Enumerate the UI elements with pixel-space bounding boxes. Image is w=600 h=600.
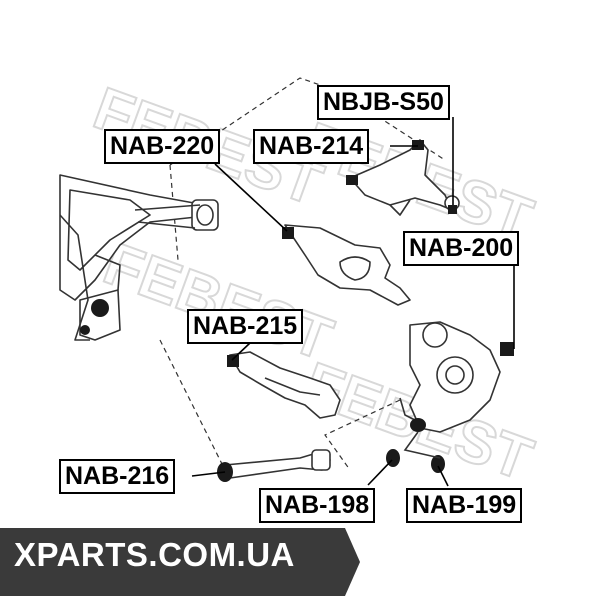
upper-control-arm bbox=[349, 139, 453, 216]
label-nab-200: NAB-200 bbox=[403, 231, 520, 266]
leader-nab-220 bbox=[214, 163, 288, 232]
trailing-link-bushing bbox=[227, 355, 239, 367]
subframe-crossmember bbox=[59, 174, 219, 341]
label-nbjb-s50: NBJB-S50 bbox=[317, 85, 450, 120]
subframe-mount bbox=[80, 325, 90, 335]
hub-bushing-200 bbox=[500, 342, 514, 356]
upper-arm-bushing-rear bbox=[412, 140, 424, 150]
leader-nab-198 bbox=[367, 459, 393, 486]
banner-text: XPARTS.COM.UA bbox=[14, 536, 295, 573]
lower-wishbone bbox=[284, 224, 411, 306]
trailing-link bbox=[229, 351, 341, 419]
leader-nab-215 bbox=[231, 342, 251, 361]
banner-background bbox=[0, 528, 360, 596]
label-nab-198: NAB-198 bbox=[259, 488, 376, 523]
hub-lower-arm bbox=[403, 431, 441, 459]
subframe-bushing bbox=[91, 299, 109, 317]
lateral-rod bbox=[224, 449, 331, 479]
label-nab-216: NAB-216 bbox=[59, 459, 176, 494]
label-nab-215: NAB-215 bbox=[187, 309, 304, 344]
hub-bushing-upper bbox=[410, 418, 426, 432]
leader-nab-216 bbox=[191, 471, 226, 477]
knuckle-hub bbox=[399, 321, 501, 433]
hub-bushing-199 bbox=[431, 455, 445, 473]
label-nab-199: NAB-199 bbox=[406, 488, 523, 523]
leader-nab-199 bbox=[437, 465, 449, 487]
upper-arm-bushing-front bbox=[346, 175, 358, 185]
leader-lines bbox=[191, 117, 515, 487]
ball-joint bbox=[444, 195, 460, 214]
label-nab-220: NAB-220 bbox=[104, 129, 221, 164]
label-nab-214: NAB-214 bbox=[253, 129, 370, 164]
